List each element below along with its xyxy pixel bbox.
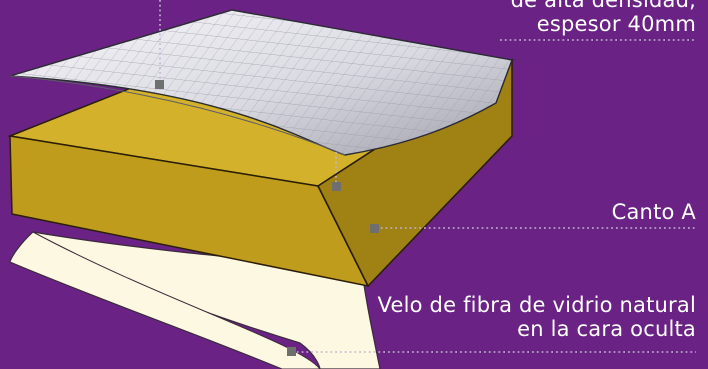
marker-top-sheet <box>155 80 164 89</box>
label-velo-line2: en la cara oculta <box>517 317 696 341</box>
label-density-line1: de alta densidad, <box>510 0 696 12</box>
label-velo-line1: Velo de fibra de vidrio natural <box>377 293 696 317</box>
label-density-thickness: de alta densidad, espesor 40mm <box>511 0 696 36</box>
marker-panel-core <box>332 182 341 191</box>
bottom-veil-flap <box>9 231 321 369</box>
marker-velo <box>287 347 296 356</box>
label-density-line2: espesor 40mm <box>536 12 696 36</box>
label-canto-text: Canto A <box>611 200 696 224</box>
label-canto: Canto A <box>612 200 696 224</box>
marker-canto <box>370 224 379 233</box>
label-velo: Velo de fibra de vidrio natural en la ca… <box>378 293 696 341</box>
